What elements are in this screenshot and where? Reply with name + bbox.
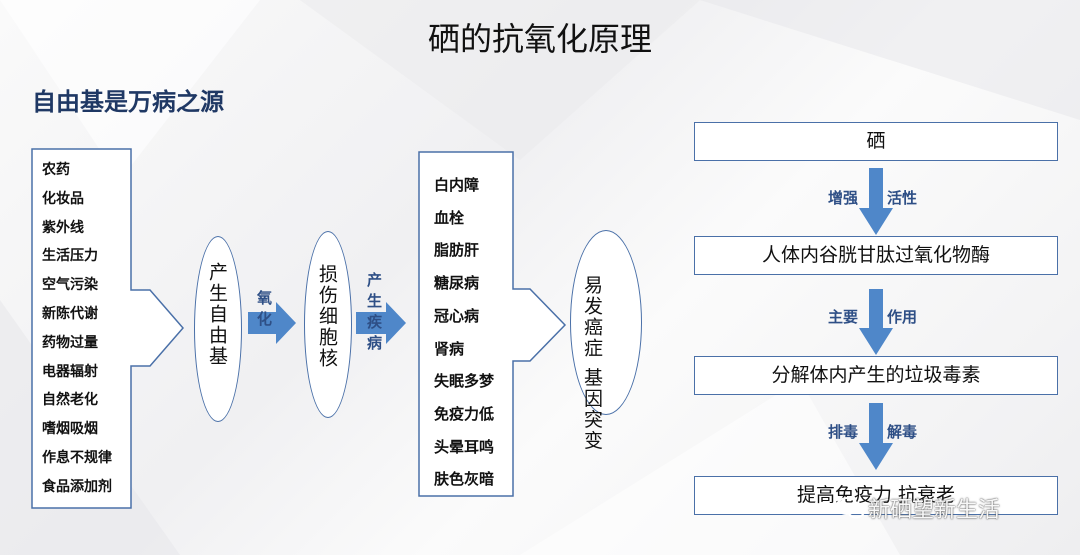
list-item: 食品添加剂 [42, 478, 112, 495]
enhance-label: 增强 [828, 189, 859, 207]
diseases-hollow-arrow [418, 151, 567, 497]
function-label: 作用 [887, 308, 918, 326]
activity-label: 活性 [887, 189, 918, 207]
subtitle: 自由基是万病之源 [32, 87, 224, 116]
list-item: 自然老化 [42, 392, 98, 409]
sources-hollow-arrow [31, 148, 184, 509]
gene-ellipse [570, 230, 642, 415]
list-item: 药物过量 [42, 334, 98, 351]
function-arrow [859, 289, 893, 355]
list-item: 生活压力 [42, 248, 98, 265]
oxidize-arrow [248, 302, 296, 344]
list-item: 化妆品 [42, 190, 84, 207]
damage-ellipse [304, 231, 352, 418]
free-radical-ellipse [194, 236, 242, 422]
enhance-arrow [859, 168, 893, 235]
free-radical-text: 产生自由基 [206, 262, 228, 367]
selenium-box: 硒 [694, 122, 1058, 161]
list-item: 紫外线 [42, 219, 84, 236]
sources-list: 农药化妆品紫外线生活压力空气污染新陈代谢药物过量电器辐射自然老化嗜烟吸烟作息不规… [42, 156, 112, 502]
disease-arrow [356, 302, 406, 344]
list-item: 冠心病 [434, 306, 480, 325]
detox2-label: 解毒 [887, 423, 918, 441]
oxidize-label: 氧化 [255, 290, 273, 332]
list-item: 脂肪肝 [434, 241, 480, 260]
gene-mutation-column: 基因突变 [581, 367, 603, 452]
damage-text: 损伤细胞核 [316, 264, 338, 369]
page-title: 硒的抗氧化原理 [427, 20, 652, 58]
wechat-icon [836, 497, 865, 519]
disease-label: 产生疾病 [365, 272, 383, 356]
list-item: 白内障 [434, 176, 480, 194]
diseases-list: 白内障血栓脂肪肝糖尿病冠心病肾病失眠多梦免疫力低头晕耳鸣肤色灰暗 [434, 169, 494, 496]
watermark-text: 新硒望新生活 [868, 498, 1001, 523]
cancer-column: 易发癌症 [581, 275, 603, 359]
list-item: 电器辐射 [42, 363, 98, 380]
watermark: 新硒望新生活 [868, 492, 1000, 524]
detox1-label: 排毒 [828, 423, 859, 441]
list-item: 农药 [42, 162, 70, 178]
list-item: 糖尿病 [434, 274, 480, 293]
list-item: 失眠多梦 [434, 372, 495, 391]
list-item: 免疫力低 [434, 404, 495, 423]
main-label: 主要 [828, 308, 859, 326]
list-item: 肾病 [434, 339, 465, 358]
list-item: 空气污染 [42, 277, 98, 294]
list-item: 血栓 [434, 208, 465, 227]
list-item: 头晕耳鸣 [434, 437, 495, 456]
list-item: 嗜烟吸烟 [42, 421, 98, 438]
gene-cancer-text: 易发癌症 基因突变 [581, 275, 603, 452]
list-item: 肤色灰暗 [434, 470, 495, 489]
list-item: 作息不规律 [42, 449, 112, 466]
list-item: 新陈代谢 [42, 305, 98, 322]
detox-arrow [859, 403, 893, 470]
decompose-box: 分解体内产生的垃圾毒素 [694, 356, 1058, 395]
immunity-box: 提高免疫力 抗衰老 [694, 476, 1058, 515]
enzyme-box: 人体内谷胱甘肽过氧化物酶 [694, 236, 1058, 275]
